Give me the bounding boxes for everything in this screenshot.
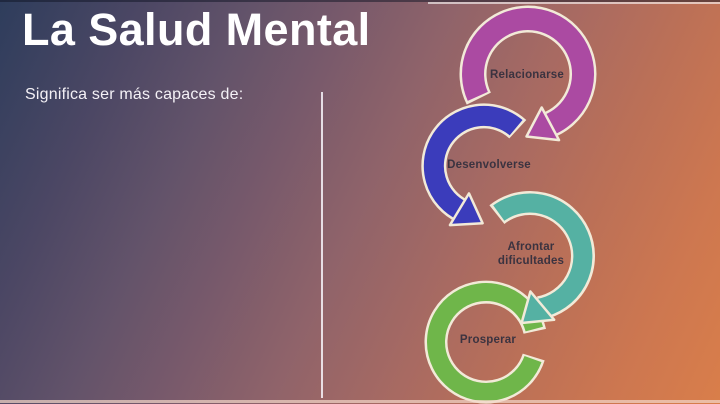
arrow-relacionarse bbox=[459, 5, 597, 142]
afrontar-arrowhead-icon bbox=[520, 290, 556, 325]
slide-title: La Salud Mental bbox=[22, 4, 371, 55]
bottom-edge-line bbox=[0, 400, 720, 403]
step-label-prosperar: Prosperar bbox=[459, 334, 517, 347]
step-label-desenvolverse: Desenvolverse bbox=[447, 159, 531, 172]
step-label-relacionarse: Relacionarse bbox=[490, 69, 564, 82]
desenvolverse-arrow-body bbox=[423, 105, 523, 221]
divider-line bbox=[321, 92, 323, 398]
prosperar-arrow-body bbox=[427, 283, 543, 401]
slide-subtitle: Significa ser más capaces de: bbox=[25, 86, 244, 103]
arrow-desenvolverse bbox=[421, 103, 527, 227]
top-edge-line bbox=[0, 0, 720, 2]
arrow-prosperar bbox=[424, 280, 547, 404]
step-label-afrontar-dificultades: Afrontar dificultades bbox=[497, 241, 565, 267]
relacionarse-arrow-body bbox=[462, 8, 595, 137]
top-highlight-line bbox=[428, 2, 720, 4]
afrontar-arrow-body bbox=[493, 193, 593, 318]
relacionarse-arrowhead-icon bbox=[525, 106, 561, 142]
arrow-afrontar bbox=[489, 191, 595, 325]
desenvolverse-arrowhead-icon bbox=[448, 192, 484, 227]
